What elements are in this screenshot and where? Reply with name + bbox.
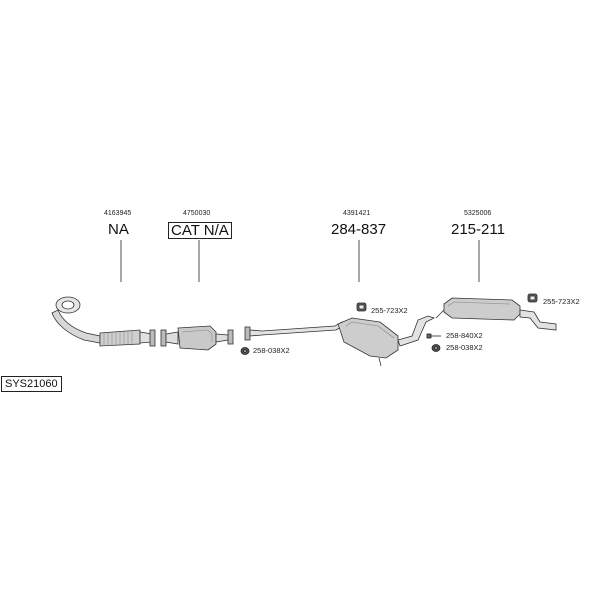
part-ref-front-pipe: 4163945 — [104, 210, 132, 217]
fitting-label-rubber-mount-front[interactable]: 258-038X2 — [253, 346, 290, 355]
fitting-label-rubber-mount-rear[interactable]: 258-038X2 — [446, 343, 483, 352]
part-code-catalyst[interactable]: CAT N/A — [168, 222, 232, 239]
part-ref-catalyst: 4750030 — [183, 210, 211, 217]
rubber-mount-icon — [431, 344, 441, 352]
part-code-rear-silencer[interactable]: 215-211 — [451, 221, 505, 238]
fitting-label-bolt-rear[interactable]: 258-840X2 — [446, 331, 483, 340]
part-ref-rear-silencer: 5325006 — [464, 210, 492, 217]
catalyst-part — [160, 325, 234, 351]
bolt-icon — [426, 333, 441, 339]
part-code-front-pipe[interactable]: NA — [108, 221, 129, 238]
clamp-icon — [356, 302, 367, 312]
middle-silencer-part — [244, 315, 436, 367]
rear-silencer-part — [435, 297, 557, 331]
system-id-label: SYS21060 — [1, 376, 62, 392]
front-pipe-part — [51, 296, 156, 347]
part-ref-middle-silencer: 4391421 — [343, 210, 371, 217]
rubber-mount-icon — [240, 347, 250, 355]
fitting-label-clamp-rear[interactable]: 255-723X2 — [543, 297, 580, 306]
part-code-middle-silencer[interactable]: 284-837 — [331, 221, 387, 238]
clamp-icon — [527, 293, 538, 303]
fitting-label-clamp-middle[interactable]: 255-723X2 — [371, 306, 408, 315]
